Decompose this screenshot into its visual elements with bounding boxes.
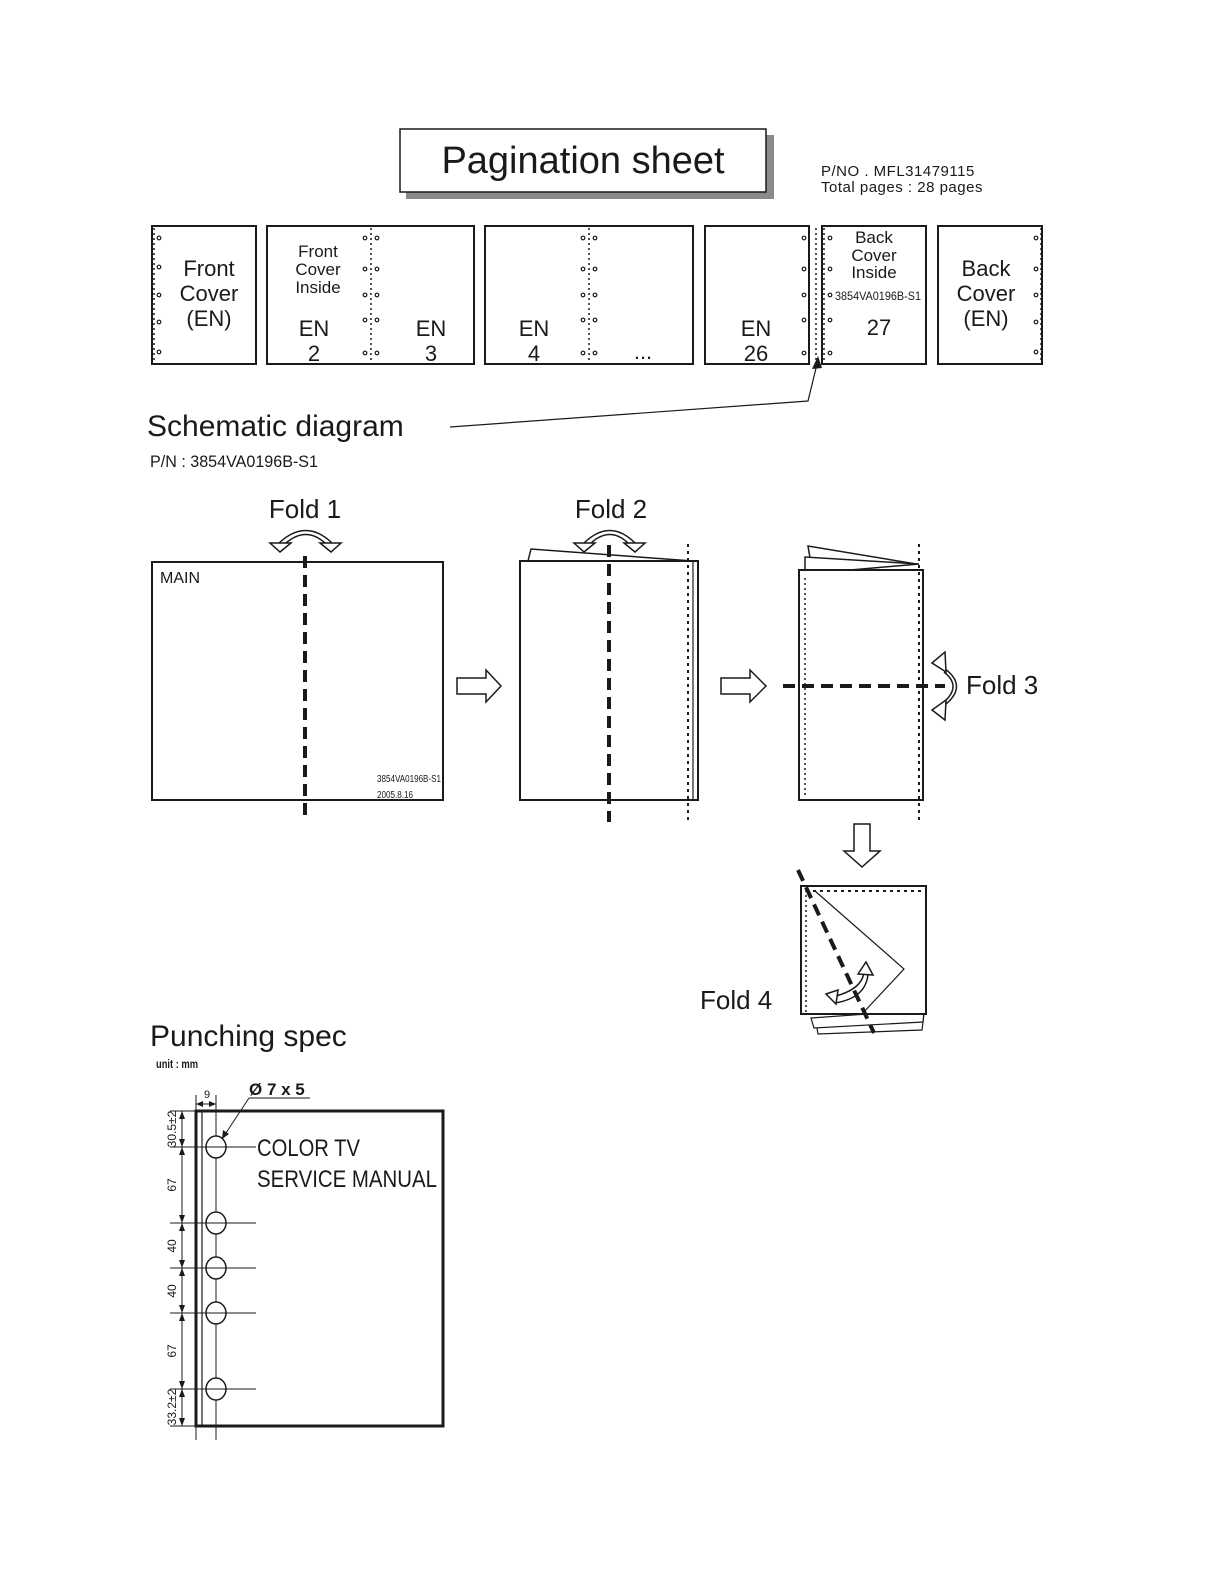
fold-3-label: Fold 3 <box>966 670 1038 700</box>
next-step-arrow-icon <box>456 668 503 704</box>
fold-2-step: Fold 2 <box>519 494 699 822</box>
next-step-arrow-icon <box>720 668 768 704</box>
schematic-part-number: P/N : 3854VA0196B-S1 <box>150 452 318 471</box>
page-strip: Front Cover (EN) Front Cover Inside EN 2… <box>151 225 1043 366</box>
punching-drawing: 30.5±2 67 40 40 67 33.2±2 9 Ø 7 x 5 COLO… <box>165 1080 445 1440</box>
fold-1-step: Fold 1 MAIN 3854VA0196B-S1 2005.8.16 <box>151 494 444 822</box>
page-back-cover: Back Cover (EN) <box>937 225 1043 365</box>
page-title: Pagination sheet <box>441 140 725 182</box>
front-inside-label-3: Inside <box>295 278 340 297</box>
page-back-cover-inside: Back Cover Inside 3854VA0196B-S1 27 <box>821 225 927 365</box>
dim-spacing-1: 67 <box>165 1178 179 1192</box>
title-box: Pagination sheet <box>399 128 774 199</box>
cover-title-line-2: SERVICE MANUAL <box>257 1166 437 1193</box>
fold-2-label: Fold 2 <box>575 494 647 524</box>
back-inside-code: 3854VA0196B-S1 <box>835 289 921 303</box>
dim-top-margin: 30.5±2 <box>165 1110 179 1147</box>
schematic-leader-line <box>449 356 822 428</box>
part-number: P/NO . MFL31479115 <box>821 163 975 180</box>
fold-4-arrow-icon <box>824 960 875 1006</box>
cover-title-line-1: COLOR TV <box>257 1135 360 1162</box>
schematic-title: Schematic diagram <box>147 410 404 443</box>
front-cover-label-1: Front <box>183 256 234 281</box>
en26-label: EN <box>741 316 772 341</box>
down-arrow-icon <box>842 823 882 869</box>
fold-3-arrow-icon <box>930 650 958 722</box>
punch-holes <box>156 235 162 355</box>
en3-number: 3 <box>425 341 437 366</box>
en2-number: 2 <box>308 341 320 366</box>
final-folded-sheet <box>800 885 927 1015</box>
dim-spacing-3: 40 <box>165 1284 179 1298</box>
page-front-inside-en2-en3: Front Cover Inside EN 2 EN 3 <box>266 225 475 366</box>
fold-1-arrow-icon <box>268 529 343 553</box>
front-inside-label-2: Cover <box>295 260 341 279</box>
dim-spacing-4: 67 <box>165 1344 179 1358</box>
fold-2-arrow-icon <box>572 529 647 553</box>
front-cover-label-3: (EN) <box>186 306 231 331</box>
page-en26: EN 26 <box>704 225 810 366</box>
en3-label: EN <box>416 316 447 341</box>
punching-spec-title: Punching spec <box>150 1020 347 1053</box>
front-cover-label-2: Cover <box>180 281 239 306</box>
back-inside-label-1: Back <box>855 228 893 247</box>
back-inside-label-3: Inside <box>851 263 896 282</box>
main-sheet-code: 3854VA0196B-S1 <box>377 774 441 785</box>
hole-spec: Ø 7 x 5 <box>249 1080 305 1099</box>
fold-4-step: Fold 4 <box>700 869 927 1035</box>
front-inside-label-1: Front <box>298 242 338 261</box>
back-inside-label-2: Cover <box>851 246 897 265</box>
ellipsis: ... <box>634 339 652 364</box>
dim-bottom-margin: 33.2±2 <box>165 1388 179 1425</box>
en26-number: 26 <box>744 341 768 366</box>
page-en4: EN 4 ... <box>484 225 694 366</box>
back-cover-label-2: Cover <box>957 281 1016 306</box>
fold-4-label: Fold 4 <box>700 985 772 1015</box>
back-cover-label-3: (EN) <box>963 306 1008 331</box>
fold-1-label: Fold 1 <box>269 494 341 524</box>
main-label: MAIN <box>160 570 200 587</box>
dim-spacing-2: 40 <box>165 1239 179 1253</box>
page-front-cover: Front Cover (EN) <box>151 225 257 365</box>
page-27-number: 27 <box>867 315 891 340</box>
dim-edge-margin: 9 <box>204 1089 210 1101</box>
unit-label: unit : mm <box>156 1057 198 1071</box>
en2-label: EN <box>299 316 330 341</box>
back-cover-label-1: Back <box>962 256 1012 281</box>
dimension-arrows <box>179 1111 185 1426</box>
main-sheet <box>151 561 444 801</box>
en4-label: EN <box>519 316 550 341</box>
main-sheet-date: 2005.8.16 <box>377 790 413 801</box>
fold-3-step: Fold 3 <box>783 544 1038 822</box>
en4-number: 4 <box>528 341 540 366</box>
total-pages: Total pages : 28 pages <box>821 179 983 196</box>
